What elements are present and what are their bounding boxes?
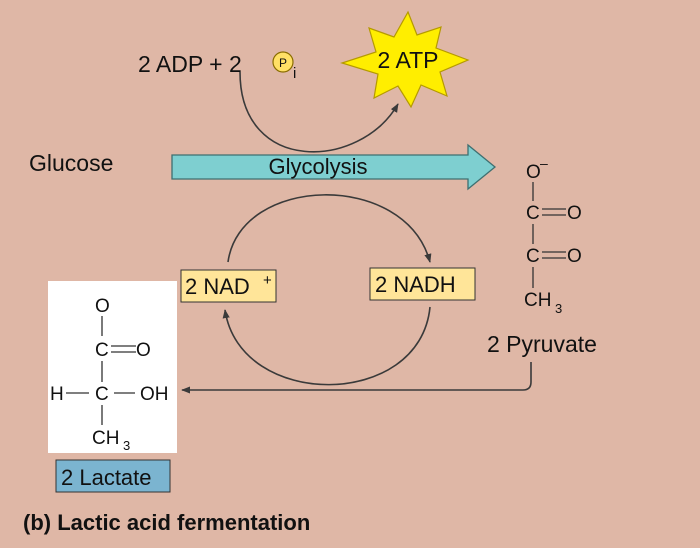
pyruvate-carbon-1: C <box>526 203 540 224</box>
adp-phosphate-label: 2 ADP + 2 <box>138 51 242 77</box>
nad-box: 2 NAD + <box>180 269 277 303</box>
atp-label: 2 ATP <box>378 47 439 73</box>
lactate-methyl: CH <box>92 428 119 449</box>
pyruvate-oxygen-1: O <box>567 203 582 224</box>
lactate-structure: O C O H C OH CH 3 <box>50 296 169 453</box>
lactate-label: 2 Lactate <box>61 465 152 490</box>
pyruvate-carbon-2: C <box>526 246 540 267</box>
pyruvate-oxygen-2: O <box>567 246 582 267</box>
lactate-hydroxyl: OH <box>140 384 169 405</box>
phosphate-symbol: P <box>279 56 287 70</box>
lactate-panel <box>48 281 177 453</box>
lactate-oxygen-right: O <box>136 340 151 361</box>
cycle-arrow-top <box>227 194 432 263</box>
pyruvate-minus: – <box>540 155 548 171</box>
pyruvate-structure: O – C O C O CH 3 <box>524 155 582 316</box>
phosphate-subscript: i <box>293 65 296 82</box>
pyruvate-methyl: CH <box>524 290 551 311</box>
atp-burst <box>340 10 470 109</box>
cycle-arrow-bottom <box>222 306 431 386</box>
lactate-oxygen-top: O <box>95 296 110 317</box>
pyruvate-methyl-subscript: 3 <box>555 301 562 316</box>
pyruvate-to-lactate-arrow <box>181 362 532 394</box>
glycolysis-label: Glycolysis <box>268 154 367 179</box>
lactate-box: 2 Lactate <box>55 459 171 493</box>
glucose-label: Glucose <box>29 150 113 176</box>
nad-charge: + <box>263 272 272 289</box>
phosphate-icon: P <box>272 51 294 73</box>
nad-label: 2 NAD <box>185 274 250 299</box>
glycolysis-arrow <box>171 143 497 191</box>
pyruvate-o-minus: O <box>526 162 541 183</box>
figure-caption: (b) Lactic acid fermentation <box>23 510 310 535</box>
lactate-hydrogen: H <box>50 384 64 405</box>
nadh-label: 2 NADH <box>375 272 456 297</box>
lactate-carbon-middle: C <box>95 384 109 405</box>
lactate-carbon-top: C <box>95 340 109 361</box>
lactate-methyl-subscript: 3 <box>123 438 130 453</box>
pyruvate-label: 2 Pyruvate <box>487 331 597 357</box>
nadh-box: 2 NADH <box>369 267 476 301</box>
atp-arrow <box>239 71 399 153</box>
